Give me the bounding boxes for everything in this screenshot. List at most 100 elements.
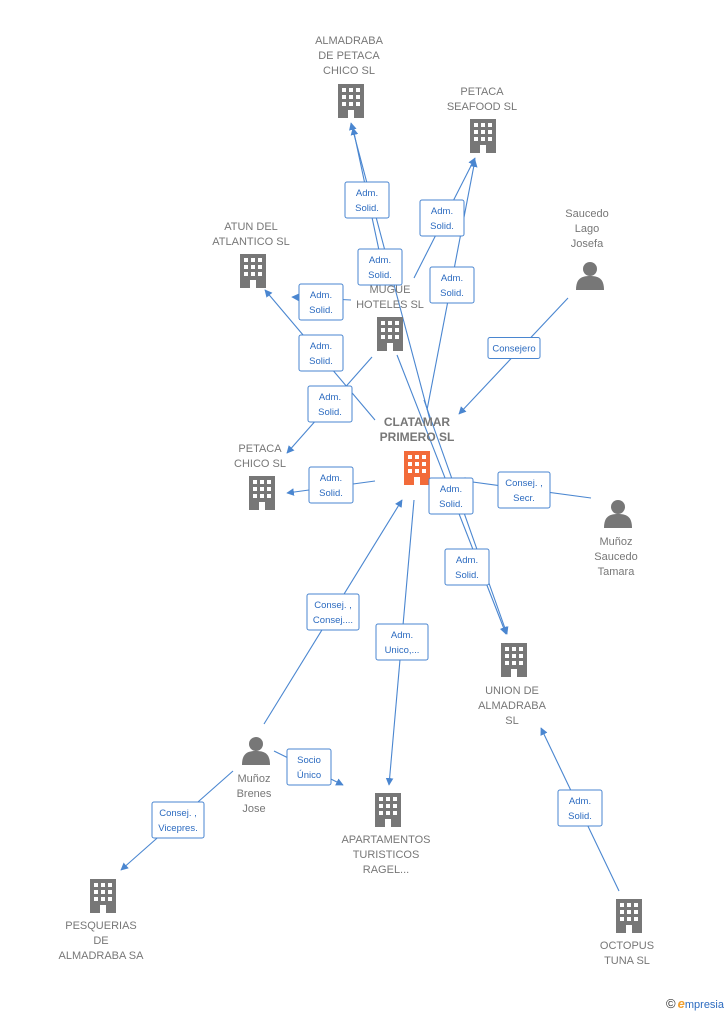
node-label-text: OCTOPUS bbox=[600, 940, 654, 952]
edge-label-e1[interactable]: Adm.Solid. bbox=[344, 181, 390, 219]
building-icon bbox=[338, 84, 364, 118]
node-label-text: DE bbox=[93, 935, 108, 947]
edge-label-e14[interactable]: Adm.Unico,... bbox=[375, 623, 429, 661]
node-label-text: DE PETACA bbox=[318, 50, 380, 62]
edge-label-box bbox=[298, 283, 344, 321]
node-label-text: TURISTICOS bbox=[353, 849, 420, 861]
node-label-text: Brenes bbox=[237, 788, 272, 800]
copyright-symbol: © bbox=[666, 996, 676, 1011]
edge-label-text: Consej. , bbox=[505, 478, 543, 489]
edge-label-text: Solid. bbox=[440, 288, 464, 299]
node-label-text: Jose bbox=[242, 803, 265, 815]
building-icon bbox=[249, 476, 275, 510]
node-label-text: CHICO SL bbox=[323, 65, 375, 77]
edge-label-text: Solid. bbox=[319, 488, 343, 499]
node-label-text: Josefa bbox=[571, 238, 604, 250]
edge-label-box bbox=[307, 385, 353, 423]
brand-name: mpresia bbox=[684, 999, 724, 1011]
node-label-text: ALMADRABA SA bbox=[59, 950, 145, 962]
edge-label-e13[interactable]: Consej. ,Consej.... bbox=[306, 593, 360, 631]
edge-label-e3[interactable]: Adm. Solid. bbox=[357, 248, 403, 286]
building-icon bbox=[377, 317, 403, 351]
building-icon bbox=[501, 643, 527, 677]
node-label-text: Saucedo bbox=[565, 208, 608, 220]
brand-logo: ©empresia bbox=[666, 996, 724, 1011]
node-label-text: Lago bbox=[575, 223, 599, 235]
edge-label-text: Solid. bbox=[368, 270, 392, 281]
edge-label-box bbox=[428, 477, 474, 515]
edge-label-box bbox=[444, 548, 490, 586]
node-label-text: MUGUE bbox=[370, 284, 411, 296]
node-label-text: HOTELES SL bbox=[356, 299, 424, 311]
edge-label-e5[interactable]: Adm. Solid. bbox=[298, 283, 344, 321]
edge-label-text: Adm. bbox=[569, 796, 591, 807]
edge-label-e12[interactable]: Adm.Solid. bbox=[444, 548, 490, 586]
edge-label-e6[interactable]: Adm.Solid. bbox=[298, 334, 344, 372]
edge-label-e2[interactable]: Adm.Solid. bbox=[419, 199, 465, 237]
node-label-text: PETACA bbox=[238, 443, 282, 455]
node-label-text: ATLANTICO SL bbox=[212, 236, 289, 248]
node-label-text: Tamara bbox=[598, 566, 636, 578]
node-apartamentos[interactable]: APARTAMENTOSTURISTICOSRAGEL... bbox=[341, 793, 431, 876]
edge-label-e10[interactable]: Consej. , Secr. bbox=[497, 471, 551, 509]
edge-label-text: Solid. bbox=[355, 203, 379, 214]
node-label-text: ATUN DEL bbox=[224, 221, 278, 233]
edge-label-text: Solid. bbox=[568, 811, 592, 822]
edge-label-text: Adm. bbox=[456, 555, 478, 566]
edge-label-text: Unico,... bbox=[385, 645, 420, 656]
edge-label-text: Adm. bbox=[320, 473, 342, 484]
edge-label-text: Adm. bbox=[440, 484, 462, 495]
edge-label-e11[interactable]: Adm.Solid. bbox=[428, 477, 474, 515]
edge-label-box bbox=[308, 466, 354, 504]
node-atun[interactable]: ATUN DEL ATLANTICO SL bbox=[212, 221, 290, 288]
building-icon bbox=[470, 119, 496, 153]
edge-label-box bbox=[487, 337, 541, 359]
node-label-text: RAGEL... bbox=[363, 864, 409, 876]
brand-logo-e: e bbox=[677, 996, 685, 1011]
edge-label-text: Adm. bbox=[319, 392, 341, 403]
edge-line-e12 bbox=[423, 399, 509, 635]
edge-label-e7[interactable]: Adm.Solid. bbox=[307, 385, 353, 423]
edge-label-text: Adm. bbox=[310, 290, 332, 301]
person-icon bbox=[576, 262, 604, 290]
edge-label-text: Adm. bbox=[369, 255, 391, 266]
edge-label-box bbox=[375, 623, 429, 661]
node-label-text: Muñoz bbox=[599, 536, 632, 548]
building-icon bbox=[616, 899, 642, 933]
building-icon bbox=[240, 254, 266, 288]
node-label-text: Muñoz bbox=[237, 773, 270, 785]
node-label-text: PRIMERO SL bbox=[380, 430, 455, 444]
edge-label-box bbox=[357, 248, 403, 286]
edge-label-box bbox=[557, 789, 603, 827]
edge-label-text: Secr. bbox=[513, 493, 535, 504]
edge-label-text: Adm. bbox=[441, 273, 463, 284]
edge-label-e16[interactable]: Consej. ,Vicepres. bbox=[151, 801, 205, 839]
building-icon bbox=[375, 793, 401, 827]
edge-label-e9[interactable]: Consejero bbox=[487, 337, 541, 359]
node-label-text: PETACA bbox=[460, 86, 504, 98]
edge-label-e17[interactable]: Adm. Solid. bbox=[557, 789, 603, 827]
person-icon bbox=[604, 500, 632, 528]
edge-label-e4[interactable]: Adm. Solid. bbox=[429, 266, 475, 304]
node-label-text: ALMADRABA bbox=[478, 700, 547, 712]
edge-label-text: Solid. bbox=[309, 305, 333, 316]
node-mugue[interactable]: MUGUE HOTELES SL bbox=[356, 284, 424, 351]
edge-label-box bbox=[298, 334, 344, 372]
edge-label-box bbox=[344, 181, 390, 219]
edge-label-text: Consejero bbox=[492, 344, 535, 355]
edge-label-box bbox=[151, 801, 205, 839]
edge-label-e8[interactable]: Adm. Solid. bbox=[308, 466, 354, 504]
edge-label-box bbox=[306, 593, 360, 631]
